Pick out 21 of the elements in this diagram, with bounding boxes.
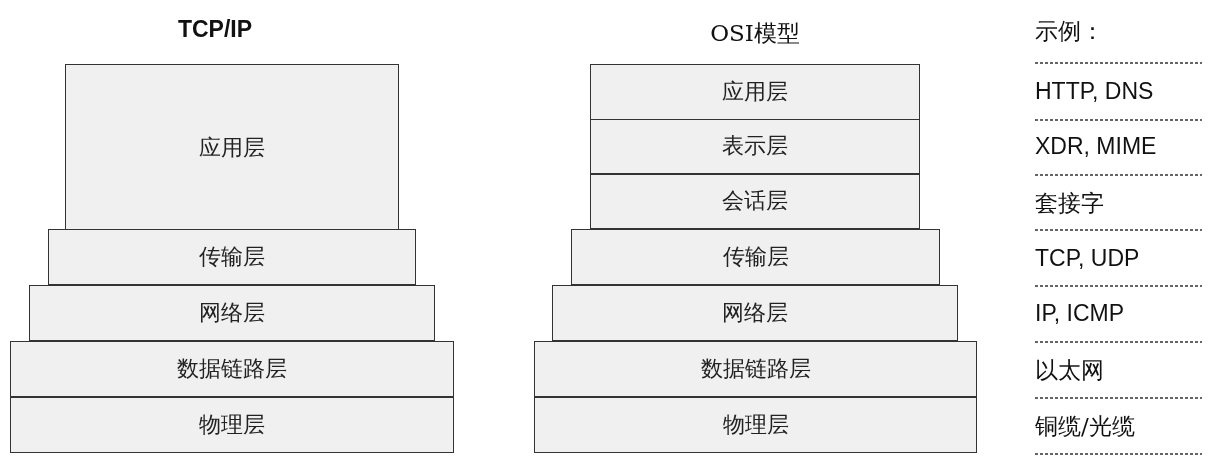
example-label: XDR, MIME bbox=[1035, 135, 1157, 158]
layer-box: 传输层 bbox=[571, 228, 940, 285]
example-label: 以太网 bbox=[1035, 359, 1104, 382]
example-label: 套接字 bbox=[1035, 192, 1104, 215]
layer-box: 传输层 bbox=[48, 228, 416, 285]
example-label: TCP, UDP bbox=[1035, 247, 1140, 270]
layer-box: 物理层 bbox=[534, 396, 977, 453]
layer-box: 数据链路层 bbox=[10, 340, 454, 397]
layer-box: 数据链路层 bbox=[534, 340, 977, 397]
column-heading: 示例： bbox=[1035, 20, 1104, 43]
example-label: HTTP, DNS bbox=[1035, 80, 1154, 103]
example-label: 铜缆/光缆 bbox=[1035, 415, 1135, 438]
layer-box: 网络层 bbox=[552, 284, 958, 341]
layer-box: 应用层 bbox=[65, 64, 399, 231]
column-heading: TCP/IP bbox=[177, 18, 253, 41]
layer-box: 会话层 bbox=[590, 173, 920, 229]
layer-box: 应用层 bbox=[590, 64, 920, 120]
layer-box: 物理层 bbox=[10, 396, 454, 453]
layer-box: 网络层 bbox=[29, 284, 435, 341]
layer-box: 表示层 bbox=[590, 118, 920, 174]
example-label: IP, ICMP bbox=[1035, 302, 1125, 325]
